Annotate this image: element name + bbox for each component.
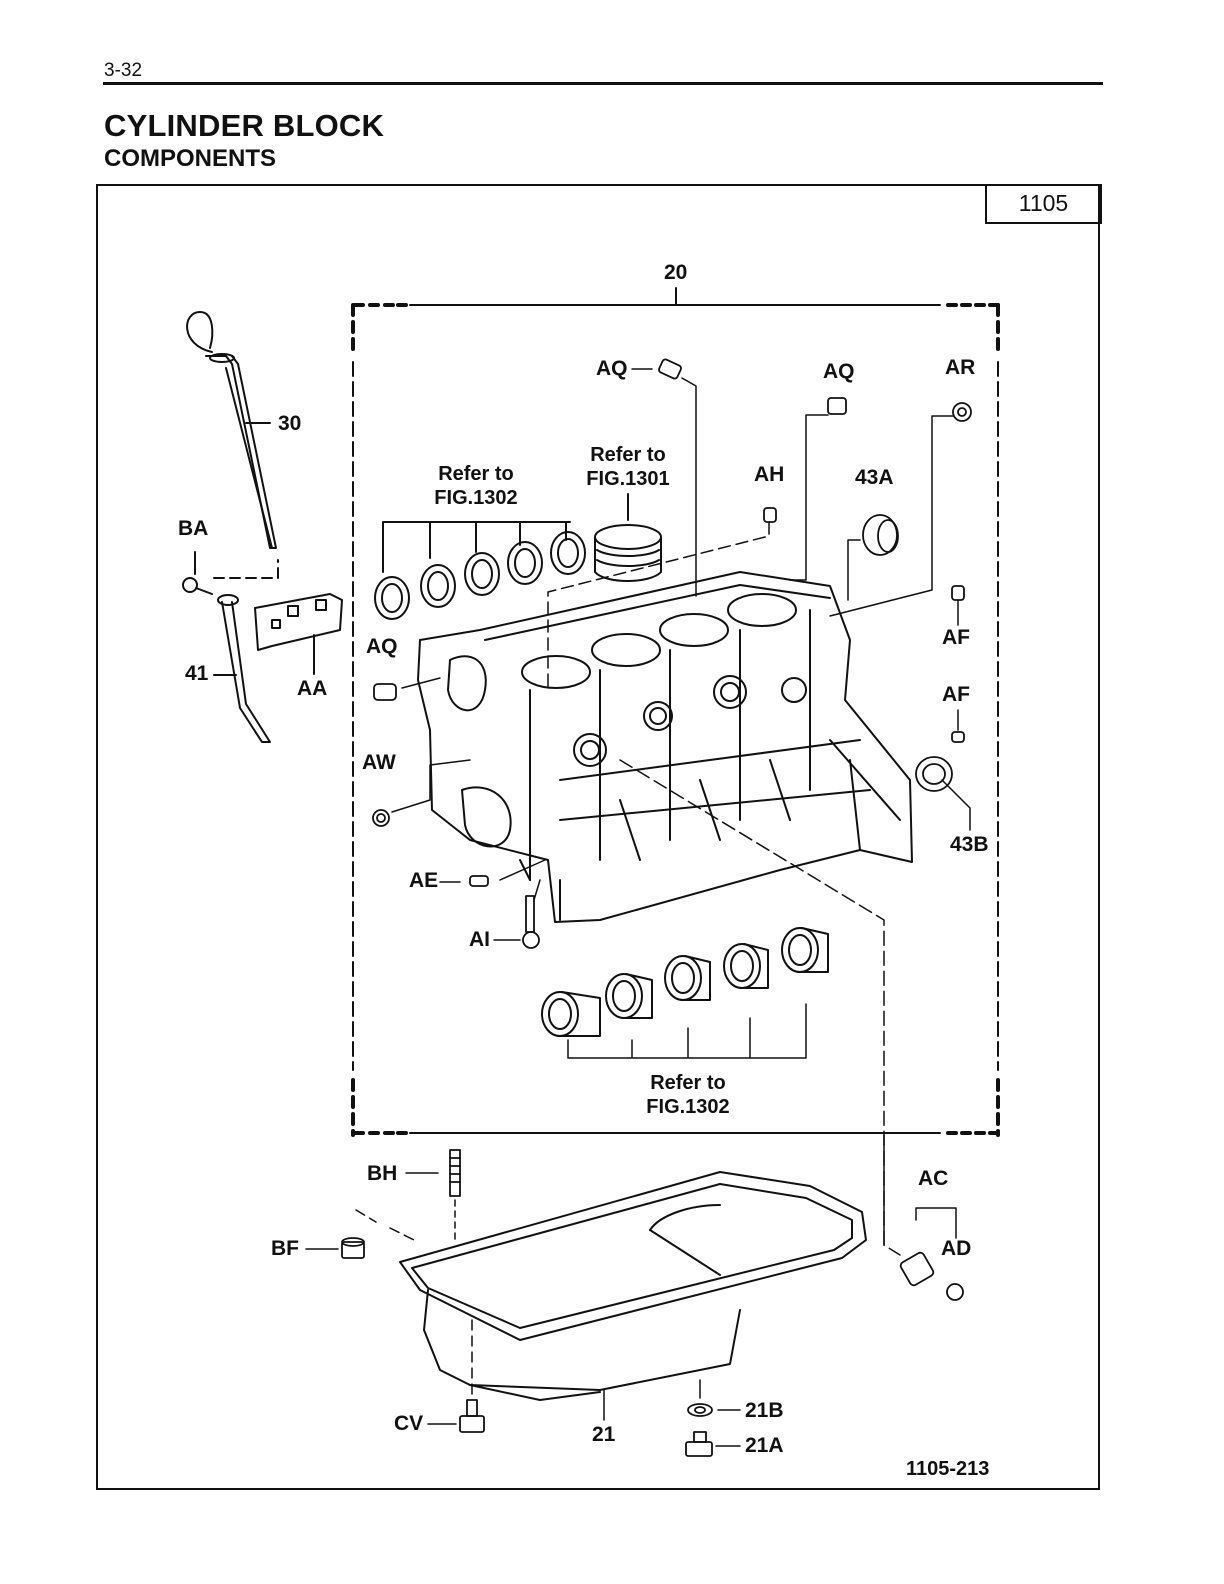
stud-bh-icon: [450, 1150, 460, 1196]
oil-seal-43b-icon: [916, 757, 952, 791]
label-AE: AE: [409, 870, 438, 891]
ref-piston: Refer to FIG.1301: [566, 443, 690, 491]
drain-plug-21a-icon: [686, 1432, 712, 1456]
label-AF-upper: AF: [942, 627, 970, 648]
label-21A: 21A: [745, 1435, 784, 1456]
plug-ad-icon: [947, 1284, 963, 1300]
label-20: 20: [664, 262, 687, 283]
nut-bf-icon: [342, 1238, 364, 1258]
lower-bearings-icon: [542, 928, 828, 1036]
label-21: 21: [592, 1424, 615, 1445]
cylinder-block-icon: [418, 572, 912, 922]
plug-aq-left-icon: [374, 684, 396, 700]
dipstick-icon: [187, 312, 276, 548]
label-43A: 43A: [855, 467, 894, 488]
ref-line-2: FIG.1301: [566, 467, 690, 491]
label-AC: AC: [918, 1168, 948, 1189]
dowel-ah-icon: [764, 508, 776, 522]
piston-icon: [595, 494, 661, 581]
bolt-cv-icon: [460, 1400, 484, 1432]
ref-line-2: FIG.1302: [414, 486, 538, 510]
bottom-parts: [342, 1150, 963, 1456]
leader-lines: [306, 369, 970, 1446]
label-AQ-top: AQ: [596, 358, 628, 379]
label-41: 41: [185, 663, 208, 684]
label-AQ-left: AQ: [366, 636, 398, 657]
gasket-21b-icon: [688, 1404, 712, 1416]
label-30: 30: [278, 413, 301, 434]
pin-ae-icon: [470, 876, 488, 886]
label-CV: CV: [394, 1413, 423, 1434]
label-21B: 21B: [745, 1400, 784, 1421]
label-BA: BA: [178, 518, 208, 539]
ref-line-1: Refer to: [414, 462, 538, 486]
assembly-20-bracket: [353, 288, 998, 1135]
plug-ar-icon: [953, 403, 971, 421]
label-AD: AD: [941, 1238, 971, 1259]
plug-aq-top-icon: [658, 358, 682, 379]
pin-af-lower-icon: [952, 732, 964, 742]
union-ac-icon: [899, 1251, 935, 1287]
label-AW: AW: [362, 752, 396, 773]
label-43B: 43B: [950, 834, 989, 855]
ref-lower-bearings: Refer to FIG.1302: [626, 1071, 750, 1119]
dipstick-guide-icon: [214, 560, 278, 742]
ref-line-2: FIG.1302: [626, 1095, 750, 1119]
seal-aw-icon: [373, 810, 389, 826]
label-BH: BH: [367, 1163, 397, 1184]
label-AQ-mid: AQ: [823, 361, 855, 382]
pin-af-upper-icon: [952, 586, 964, 600]
label-AI: AI: [469, 929, 490, 950]
illustration-code: 1105-213: [906, 1458, 989, 1481]
plug-43a-icon: [863, 515, 898, 555]
dipstick-bracket-icon: [255, 594, 342, 674]
bolt-ai-icon: [523, 896, 539, 948]
ref-line-1: Refer to: [566, 443, 690, 467]
upper-bearings-icon: [375, 522, 585, 619]
oil-pan-icon: [400, 1172, 866, 1400]
guide-bolt-icon: [183, 552, 212, 594]
ref-upper-bearings: Refer to FIG.1302: [414, 462, 538, 510]
label-AR: AR: [945, 357, 975, 378]
label-AH: AH: [754, 464, 784, 485]
label-AA: AA: [297, 678, 327, 699]
plug-aq-mid-icon: [828, 398, 846, 414]
label-AF-lower: AF: [942, 684, 970, 705]
label-BF: BF: [271, 1238, 299, 1259]
ref-line-1: Refer to: [626, 1071, 750, 1095]
